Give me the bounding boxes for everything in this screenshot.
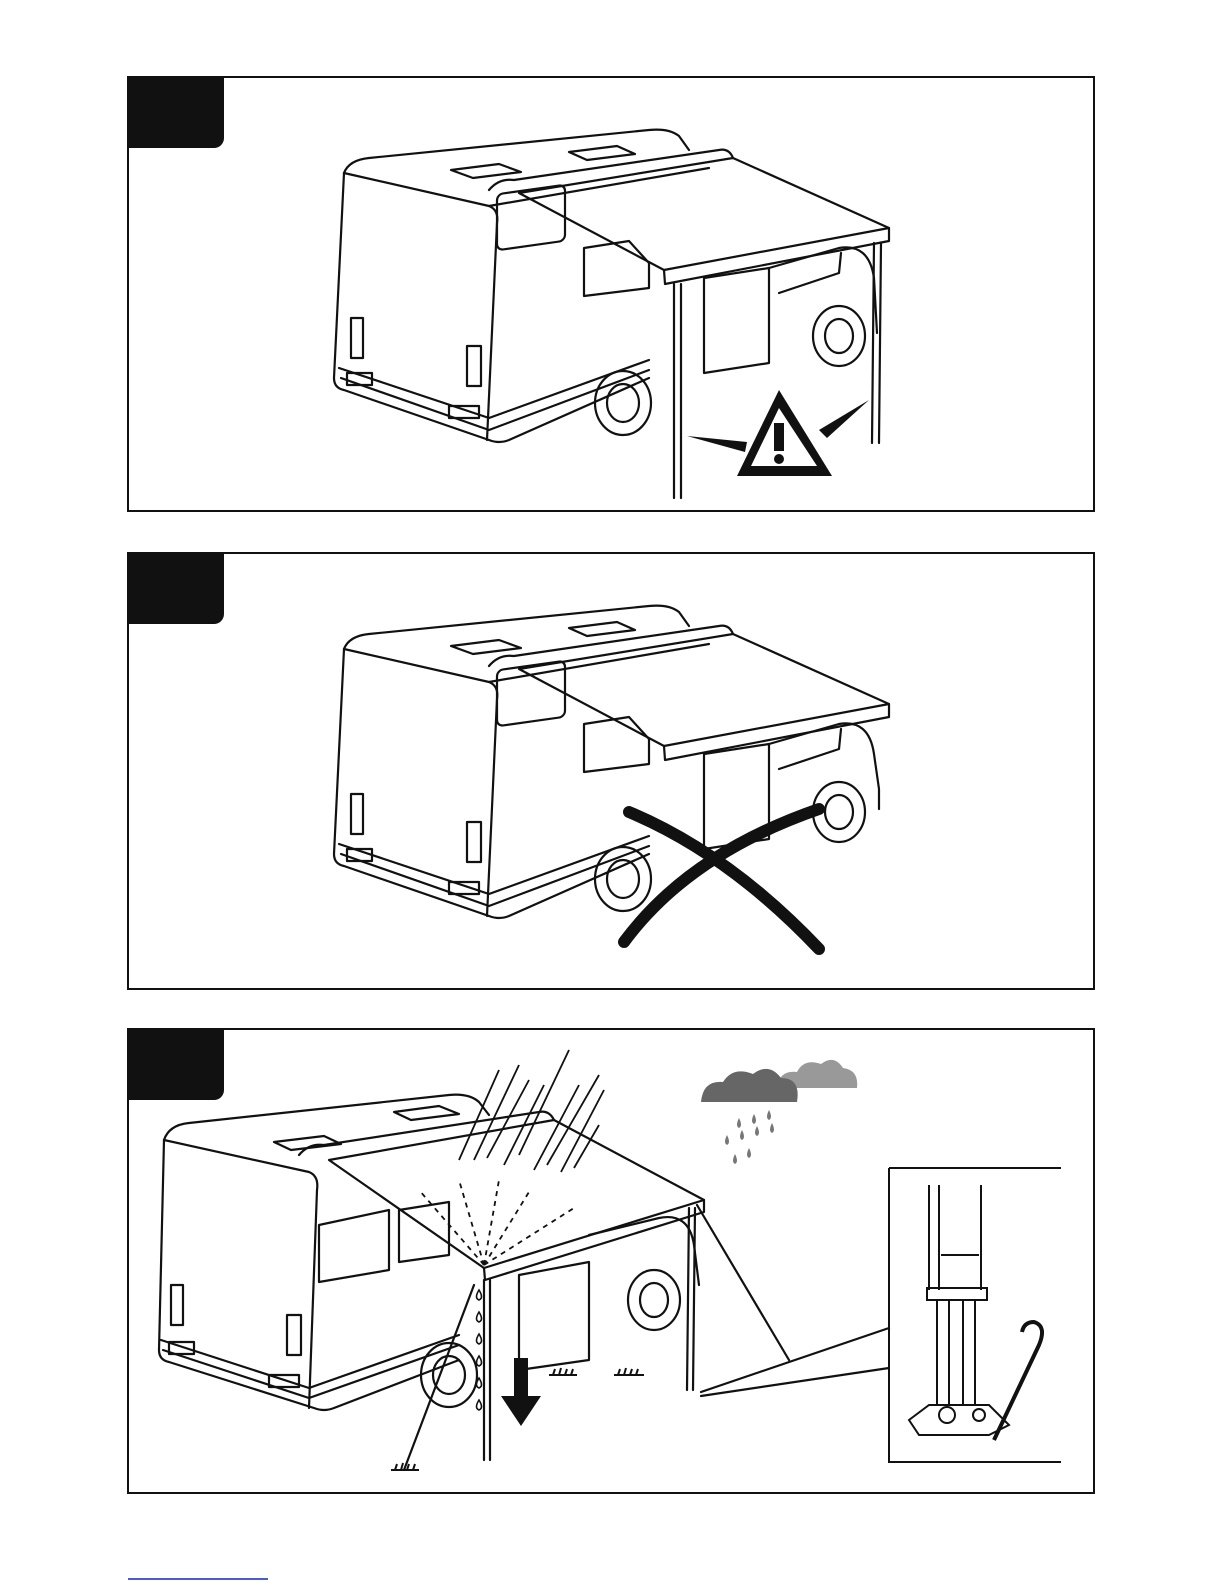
panel-1 xyxy=(127,76,1095,512)
footer-link-underline[interactable] xyxy=(128,1578,268,1580)
panel-2 xyxy=(127,552,1095,990)
water-drips xyxy=(477,1290,482,1410)
motorhome-illustration xyxy=(129,78,1095,512)
warning-icon xyxy=(687,390,869,476)
splash-lines xyxy=(419,1180,574,1265)
rain-streaks xyxy=(459,1050,604,1172)
hook-peg-icon xyxy=(994,1322,1042,1440)
leg-peg-detail-inset xyxy=(889,1168,1061,1462)
motorhome-rain-illustration xyxy=(129,1030,1095,1494)
rain-cloud-icon xyxy=(701,1060,857,1164)
motorhome-illustration xyxy=(129,554,1095,990)
cross-out-icon xyxy=(624,809,819,949)
panel-3 xyxy=(127,1028,1095,1494)
